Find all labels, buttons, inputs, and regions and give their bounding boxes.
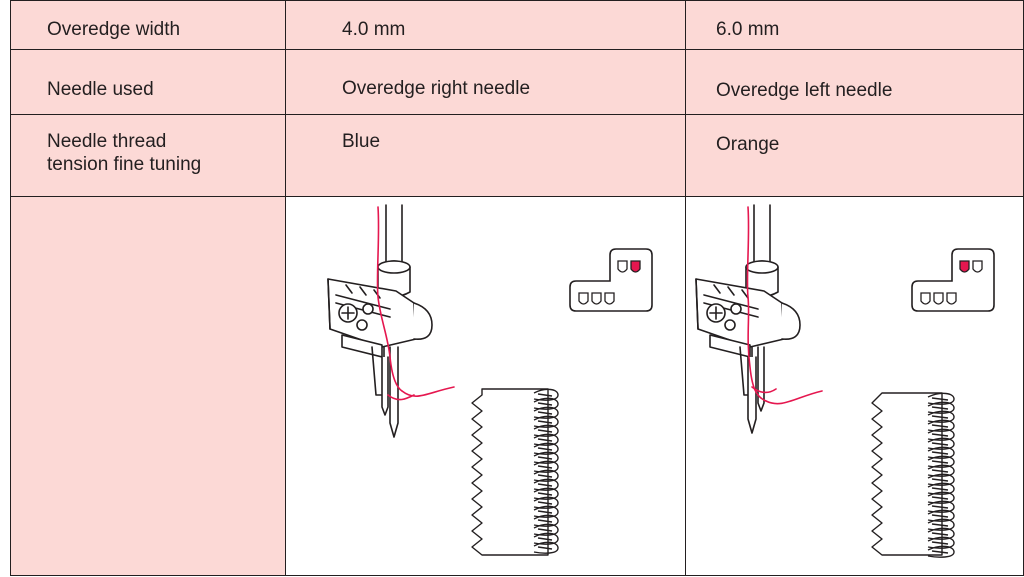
overedge-stitch-loop bbox=[533, 442, 559, 455]
overedge-stitch-line bbox=[931, 505, 949, 509]
overedge-stitch-loop bbox=[927, 500, 955, 513]
overedge-stitch-loop bbox=[533, 496, 559, 509]
label-line: tension fine tuning bbox=[47, 154, 202, 175]
table-row bbox=[10, 196, 1024, 576]
overedge-stitch-loop bbox=[533, 397, 559, 410]
overedge-stitch-loop bbox=[927, 401, 955, 414]
overedge-stitch-line bbox=[537, 465, 553, 469]
overedge-stitch-loop bbox=[533, 460, 559, 473]
overedge-stitch-loop bbox=[927, 509, 955, 522]
overedge-stitch-loop bbox=[533, 451, 559, 464]
needle-position-indicator-icon bbox=[569, 248, 653, 312]
overedge-stitch-line bbox=[537, 393, 553, 397]
overedge-stitch-line bbox=[931, 541, 949, 545]
overedge-stitch-line bbox=[931, 532, 949, 536]
overedge-stitch-loop bbox=[533, 415, 559, 428]
thread-tension-right-value: Orange bbox=[685, 114, 1024, 197]
overedge-stitch-loop bbox=[533, 469, 559, 482]
table-row: Needle used Overedge right needle Overed… bbox=[10, 49, 1024, 115]
row-label-needle-thread-tension: Needle thread tension fine tuning bbox=[10, 114, 286, 197]
overedge-stitch-loop bbox=[927, 473, 955, 486]
overedge-stitch-line bbox=[537, 438, 553, 442]
overedge-stitch-loop bbox=[533, 541, 559, 554]
overedge-stitch-line bbox=[931, 424, 949, 428]
overedge-stitch-line bbox=[537, 519, 553, 523]
overedge-stitch-line bbox=[931, 523, 949, 527]
overedge-stitch-line bbox=[931, 550, 949, 554]
overedge-stitch-line bbox=[931, 469, 949, 473]
overedge-stitch-loop bbox=[533, 523, 559, 536]
overedge-stitch-line bbox=[931, 460, 949, 464]
overedge-stitch-line bbox=[537, 528, 553, 532]
left-needle-illustration-cell bbox=[285, 196, 686, 576]
overedge-stitch-loop bbox=[927, 482, 955, 495]
overedge-stitch-loop bbox=[533, 406, 559, 419]
overedge-stitch-line bbox=[537, 474, 553, 478]
overedge-stitch-line bbox=[537, 456, 553, 460]
overedge-stitch-loop bbox=[927, 446, 955, 459]
overedge-stitch-loop bbox=[533, 514, 559, 527]
overedge-stitch-loop bbox=[927, 437, 955, 450]
overedge-stitch-line bbox=[537, 510, 553, 514]
overedge-stitch-line bbox=[931, 397, 949, 401]
table-row: Needle thread tension fine tuning Blue O… bbox=[10, 114, 1024, 197]
overedge-width-right-value: 6.0 mm bbox=[685, 0, 1024, 50]
overedge-stitch-loop bbox=[927, 491, 955, 504]
illustration-label-cell bbox=[10, 196, 286, 576]
overedge-stitch-loop bbox=[533, 433, 559, 446]
needle-settings-table: Overedge width 4.0 mm 6.0 mm Needle used… bbox=[10, 0, 1024, 576]
overedge-width-left-value: 4.0 mm bbox=[285, 0, 686, 50]
overedge-stitch-loop bbox=[533, 478, 559, 491]
table-row: Overedge width 4.0 mm 6.0 mm bbox=[10, 0, 1024, 50]
overedge-stitch-loop bbox=[533, 388, 559, 401]
overedge-stitch-loop bbox=[927, 410, 955, 423]
needle-used-left-value: Overedge right needle bbox=[285, 49, 686, 115]
overedge-stitch-line bbox=[931, 487, 949, 491]
overedge-stitch-line bbox=[931, 406, 949, 410]
overedge-stitch-loop bbox=[927, 392, 955, 405]
row-label-needle-used: Needle used bbox=[10, 49, 286, 115]
overedge-stitch-line bbox=[537, 537, 553, 541]
overedge-stitch-line bbox=[537, 447, 553, 451]
left-needle-illustration bbox=[695, 204, 995, 558]
overedge-stitch-loop bbox=[927, 419, 955, 432]
label-line: Needle thread bbox=[47, 131, 167, 152]
overedge-stitch-loop bbox=[533, 505, 559, 518]
overedge-stitch-line bbox=[931, 442, 949, 446]
overedge-stitch-line bbox=[931, 496, 949, 500]
overedge-stitch-line bbox=[931, 433, 949, 437]
row-label-overedge-width: Overedge width bbox=[10, 0, 286, 50]
overedge-stitch-line bbox=[537, 492, 553, 496]
overedge-stitch-line bbox=[931, 451, 949, 455]
needle-position-indicator-icon bbox=[911, 248, 995, 312]
right-needle-illustration bbox=[327, 204, 653, 556]
overedge-stitch-line bbox=[537, 546, 553, 550]
overedge-stitch-line bbox=[537, 402, 553, 406]
overedge-stitch-line bbox=[537, 483, 553, 487]
overedge-stitch-loop bbox=[927, 464, 955, 477]
overedge-stitch-loop bbox=[927, 545, 955, 558]
overedge-stitch-line bbox=[537, 501, 553, 505]
needle-used-right-value: Overedge left needle bbox=[685, 49, 1024, 115]
overedge-stitch-loop bbox=[533, 424, 559, 437]
overedge-stitch-loop bbox=[927, 455, 955, 468]
right-needle-illustration-cell bbox=[685, 196, 1024, 576]
overedge-stitch-loop bbox=[533, 487, 559, 500]
overedge-stitch-line bbox=[537, 411, 553, 415]
overedge-stitch-loop bbox=[927, 428, 955, 441]
overedge-stitch-line bbox=[931, 415, 949, 419]
overedge-stitch-line bbox=[537, 429, 553, 433]
overedge-stitch-loop bbox=[927, 527, 955, 540]
thread-tension-left-value: Blue bbox=[285, 114, 686, 197]
overedge-stitch-loop bbox=[533, 532, 559, 545]
overedge-stitch-loop bbox=[927, 518, 955, 531]
overedge-stitch-line bbox=[931, 514, 949, 518]
overedge-stitch-line bbox=[537, 420, 553, 424]
overedge-stitch-line bbox=[931, 478, 949, 482]
overedge-stitch-loop bbox=[927, 536, 955, 549]
